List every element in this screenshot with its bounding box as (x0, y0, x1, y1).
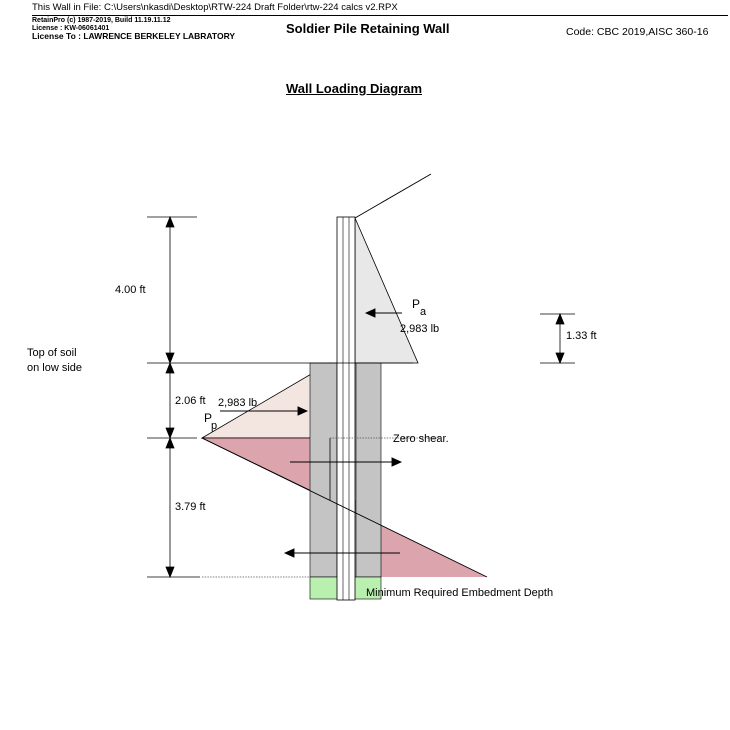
dim-top-label: 4.00 ft (115, 284, 146, 296)
pa-subscript: a (420, 306, 427, 318)
net-force-arrow-upper (290, 457, 403, 467)
pp-subscript: p (211, 420, 217, 432)
pa-force-arrow (364, 308, 402, 318)
license-line: License : KW-06061401 (32, 25, 110, 32)
net-force-arrow-lower (283, 548, 400, 558)
top-soil-label-1: Top of soil (27, 347, 77, 359)
diagram-title: Wall Loading Diagram (286, 81, 423, 96)
dim-pa-arm-label: 1.33 ft (566, 330, 597, 342)
zero-shear-label: Zero shear. (393, 433, 449, 445)
software-line: RetainPro (c) 1987-2019, Build 11.19.11.… (32, 17, 171, 24)
licensee-line: License To : LAWRENCE BERKELEY LABRATORY (32, 31, 236, 41)
report-title: Soldier Pile Retaining Wall (286, 21, 450, 36)
pa-label: P (412, 297, 420, 311)
left-dimension-line (165, 215, 175, 579)
header-rule (32, 15, 728, 16)
pile-lower-left (310, 500, 337, 577)
wall-stem (336, 216, 356, 601)
file-path-line: This Wall in File: C:\Users\nkasdi\Deskt… (32, 2, 398, 13)
top-soil-label-2: on low side (27, 362, 82, 374)
pp-label: P (204, 411, 212, 425)
pile-right (355, 362, 382, 578)
code-line: Code: CBC 2019,AISC 360-16 (566, 26, 709, 38)
pa-arm-dimension (540, 312, 575, 365)
embedment-label: Minimum Required Embedment Depth (366, 587, 553, 599)
dim-mid-label: 2.06 ft (175, 395, 206, 407)
net-pressure-diagonal (201, 437, 488, 578)
pp-force-arrow (220, 406, 309, 416)
pp-value: 2,983 lb (218, 397, 257, 409)
pa-value: 2,983 lb (400, 323, 439, 335)
pile-left (309, 362, 338, 578)
backfill-slope-line (354, 173, 432, 219)
dim-bottom-label: 3.79 ft (175, 501, 206, 513)
active-pressure-triangle (354, 217, 419, 364)
